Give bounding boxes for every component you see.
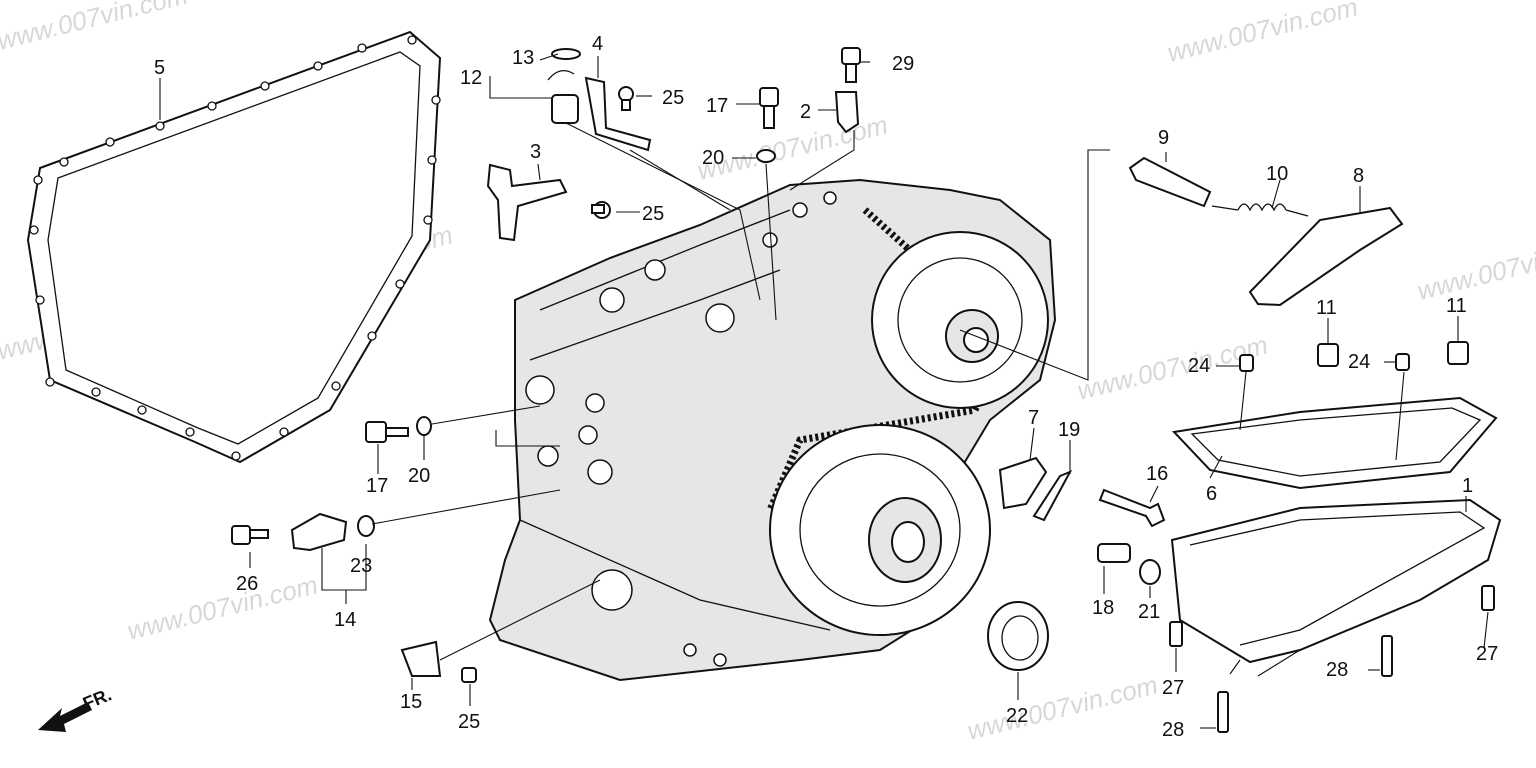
watermark-text: www.007vin.com — [124, 570, 321, 646]
callout-4: 4 — [592, 33, 603, 55]
transmission-housing — [488, 178, 1057, 682]
callout-9: 9 — [1158, 127, 1169, 149]
callout-1: 1 — [1462, 475, 1473, 497]
callout-22: 22 — [1006, 705, 1028, 727]
callout-19: 19 — [1058, 419, 1080, 441]
front-arrow-icon — [38, 702, 92, 732]
callout-29: 29 — [892, 53, 914, 75]
callout-17: 17 — [366, 475, 388, 497]
callout-11: 11 — [1446, 295, 1467, 317]
callout-12: 12 — [460, 67, 482, 89]
callout-labels: 1 2 3 4 5 6 7 8 9 10 11 11 12 13 14 15 1… — [154, 33, 1498, 741]
callout-10: 10 — [1266, 163, 1288, 185]
callout-17: 17 — [706, 95, 728, 117]
small-parts — [231, 47, 1502, 733]
callout-25: 25 — [458, 711, 480, 733]
callout-20: 20 — [702, 147, 724, 169]
watermark-text: www.007vin.com — [1164, 0, 1361, 68]
callout-14: 14 — [334, 609, 356, 631]
callout-13: 13 — [512, 47, 534, 69]
callout-11: 11 — [1316, 297, 1337, 319]
callout-20: 20 — [408, 465, 430, 487]
callout-8: 8 — [1353, 165, 1364, 187]
callout-3: 3 — [530, 141, 541, 163]
callout-28: 28 — [1162, 719, 1184, 741]
watermark-text: www.007vin.com — [1414, 230, 1536, 306]
callout-25: 25 — [662, 87, 684, 109]
callout-24: 24 — [1188, 355, 1210, 377]
callout-15: 15 — [400, 691, 422, 713]
callout-24: 24 — [1348, 351, 1370, 373]
callout-28: 28 — [1326, 659, 1348, 681]
callout-21: 21 — [1138, 601, 1160, 623]
callout-16: 16 — [1146, 463, 1168, 485]
front-direction-indicator: FR. — [38, 684, 114, 732]
callout-2: 2 — [800, 101, 811, 123]
callout-25: 25 — [642, 203, 664, 225]
callout-7: 7 — [1028, 407, 1039, 429]
callout-27: 27 — [1476, 643, 1498, 665]
case-gasket — [26, 30, 442, 464]
callout-5: 5 — [154, 57, 165, 79]
callout-18: 18 — [1092, 597, 1114, 619]
watermark-text: www.007vin.com — [964, 670, 1161, 746]
watermark-text: www.007vin.com — [0, 0, 191, 56]
callout-23: 23 — [350, 555, 372, 577]
callout-6: 6 — [1206, 483, 1217, 505]
leader-lines — [159, 53, 1489, 729]
callout-26: 26 — [236, 573, 258, 595]
callout-27: 27 — [1162, 677, 1184, 699]
front-label: FR. — [80, 684, 114, 713]
